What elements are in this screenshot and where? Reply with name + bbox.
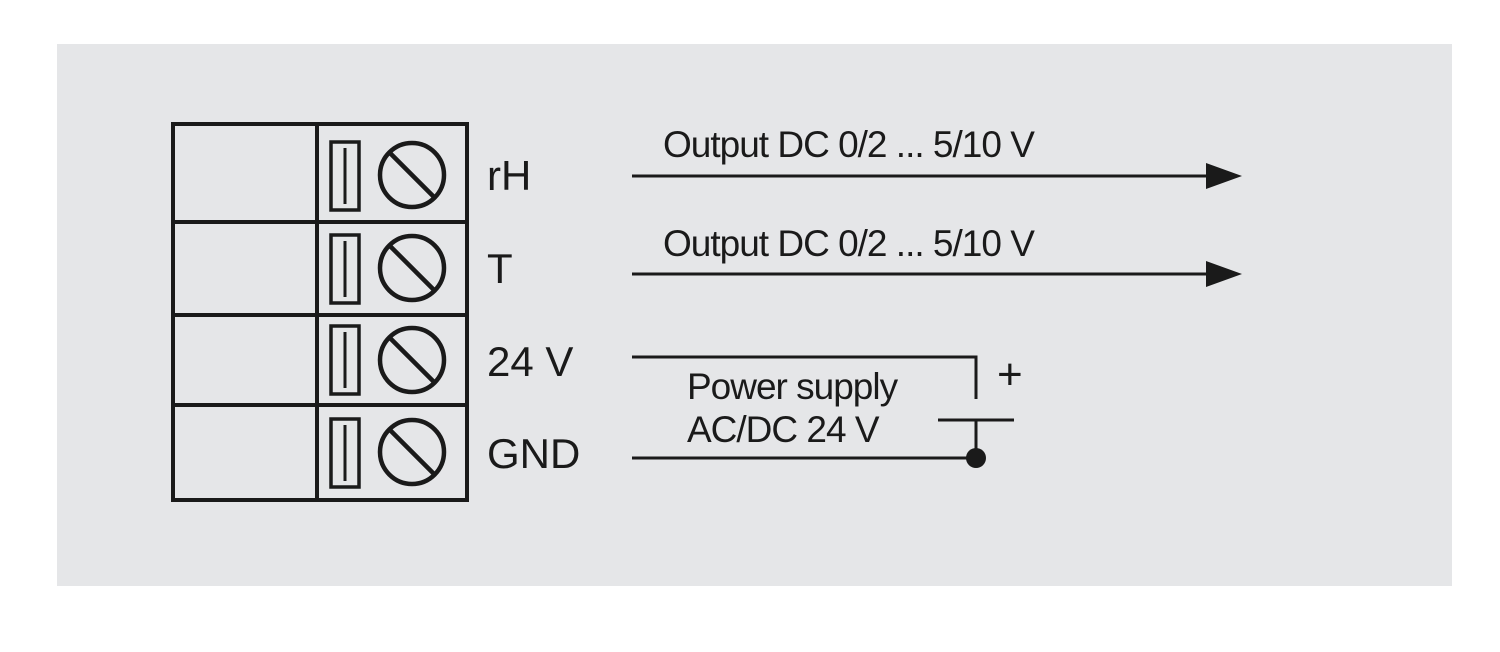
arrow-right-icon	[1206, 163, 1242, 189]
power-supply-label: Power supply	[687, 366, 899, 407]
terminal-slot-icon	[329, 324, 361, 396]
terminal-screw-icon	[377, 417, 447, 487]
terminal-slot-icon	[329, 233, 361, 305]
terminal-label-rh: rH	[487, 152, 531, 199]
junction-dot-icon	[966, 448, 986, 468]
terminal-24v	[329, 324, 447, 396]
terminal-label-t: T	[487, 245, 513, 292]
supply-positive-wire	[632, 355, 978, 399]
terminal-rh	[329, 140, 447, 212]
terminal-block	[171, 122, 469, 502]
terminal-screw-slot	[387, 243, 437, 293]
terminal-slot-icon	[329, 417, 361, 489]
terminal-label-24v: 24 V	[487, 338, 573, 385]
terminal-t	[329, 233, 447, 305]
power-supply-wiring	[632, 355, 1014, 468]
output-label-t: Output DC 0/2 ... 5/10 V	[663, 223, 1035, 264]
terminal-screw-icon	[377, 140, 447, 210]
terminal-screw-slot	[387, 335, 437, 385]
terminal-screw-icon	[377, 325, 447, 395]
arrow-right-icon	[1206, 261, 1242, 287]
terminal-label-gnd: GND	[487, 430, 580, 477]
terminal-screw-slot	[387, 427, 437, 477]
power-supply-voltage-label: AC/DC 24 V	[687, 409, 880, 450]
terminal-slot-icon	[329, 140, 361, 212]
plus-symbol: +	[997, 350, 1023, 399]
terminal-screw-icon	[377, 233, 447, 303]
terminal-screw-slot	[387, 150, 437, 200]
terminal-gnd	[329, 417, 447, 489]
terminal-block-outline	[171, 122, 469, 502]
output-label-rh: Output DC 0/2 ... 5/10 V	[663, 124, 1035, 165]
